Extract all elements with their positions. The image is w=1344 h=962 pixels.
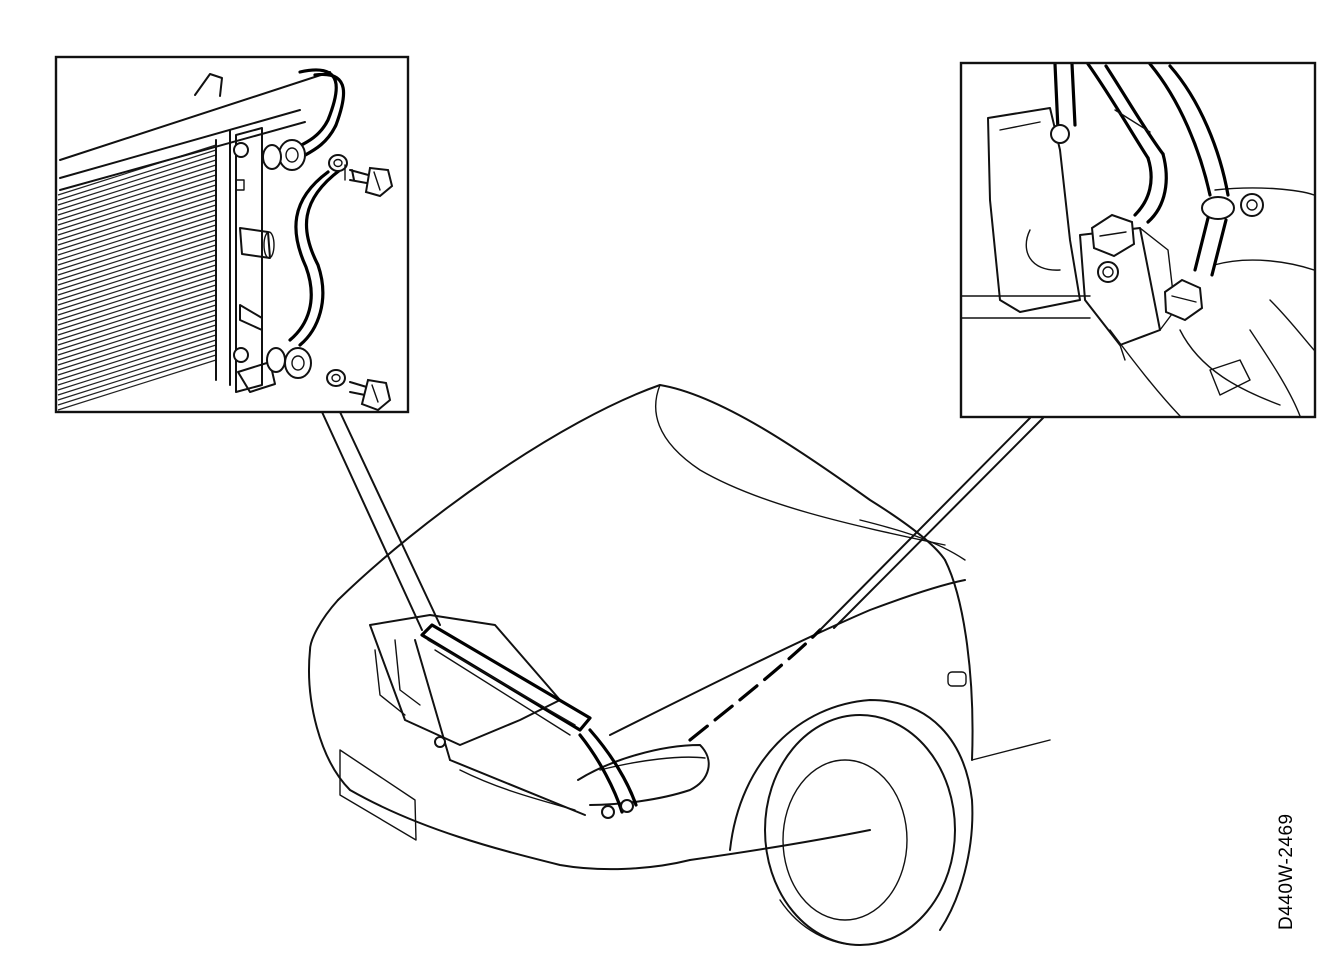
condenser-fin-line: [57, 219, 217, 271]
condenser-fin-line: [57, 319, 217, 371]
condenser-fin-line: [57, 174, 217, 226]
condenser-fin-line: [57, 154, 217, 206]
condenser-fin-line: [57, 214, 217, 266]
condenser-fin-line: [57, 324, 217, 376]
condenser-fin-line: [57, 249, 217, 301]
condenser-fin-line: [57, 314, 217, 366]
condenser-fin-line: [57, 199, 217, 251]
condenser-fin-line: [57, 254, 217, 306]
car-front-view: [308, 384, 1051, 946]
condenser-fin-line: [57, 164, 217, 216]
condenser-fin-line: [57, 159, 217, 211]
condenser-fin-line: [57, 189, 217, 241]
condenser-fins: [57, 144, 217, 411]
condenser-fin-line: [57, 344, 217, 396]
condenser-fin-line: [57, 224, 217, 276]
figure-code: D440W-2469: [1276, 813, 1297, 930]
condenser-fin-line: [57, 359, 217, 411]
condenser-fin-line: [57, 194, 217, 246]
condenser-fin-line: [57, 334, 217, 386]
condenser-fin-line: [57, 304, 217, 356]
callout-condenser-detail: [54, 55, 410, 414]
callout-compressor-detail: [959, 61, 1317, 419]
condenser-fin-line: [57, 299, 217, 351]
condenser-fin-line: [57, 354, 217, 406]
condenser-fin-line: [57, 169, 217, 221]
condenser-fin-line: [57, 204, 217, 256]
condenser-fin-line: [57, 239, 217, 291]
leader-lines: [321, 411, 1044, 631]
condenser-fin-line: [57, 184, 217, 236]
condenser-fin-line: [57, 179, 217, 231]
condenser-fin-line: [57, 264, 217, 316]
condenser-fin-line: [57, 279, 217, 331]
condenser-fin-line: [57, 274, 217, 326]
condenser-fin-line: [57, 309, 217, 361]
condenser-fin-line: [57, 269, 217, 321]
condenser-fin-line: [57, 259, 217, 311]
condenser-fin-line: [57, 209, 217, 261]
condenser-fin-line: [57, 149, 217, 201]
condenser-fin-line: [57, 234, 217, 286]
condenser-fin-line: [57, 329, 217, 381]
condenser-fin-line: [57, 339, 217, 391]
condenser-fin-line: [57, 229, 217, 281]
condenser-fin-line: [57, 349, 217, 401]
condenser-fin-line: [57, 284, 217, 336]
condenser-fin-line: [57, 244, 217, 296]
condenser-fin-line: [57, 289, 217, 341]
condenser-fin-line: [57, 294, 217, 346]
